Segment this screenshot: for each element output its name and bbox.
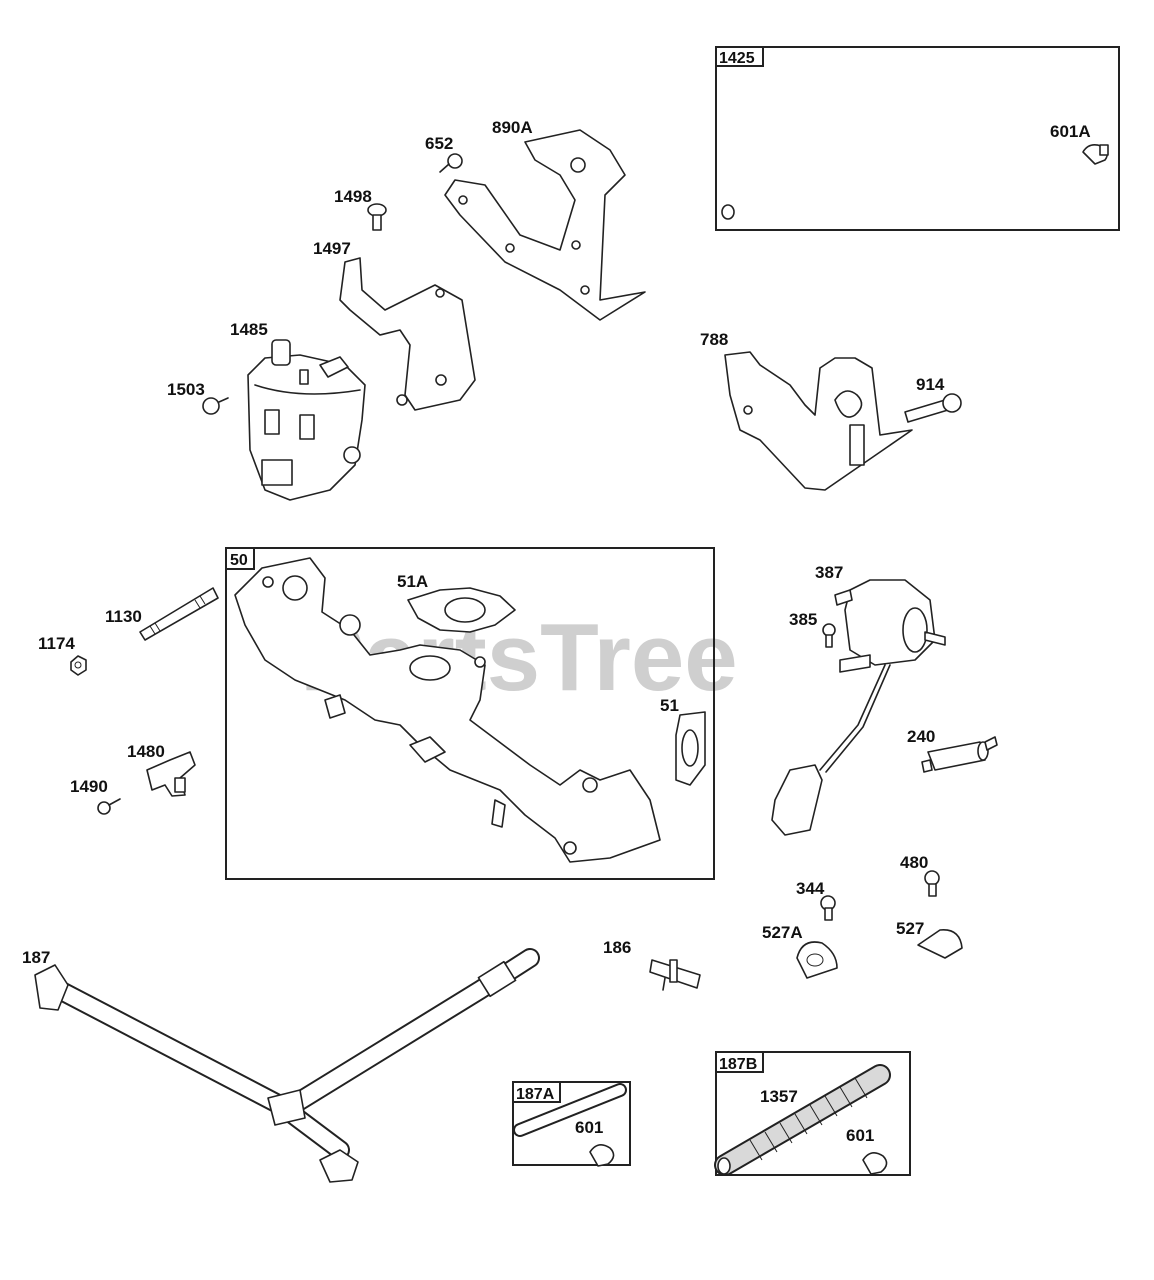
part-1357-corrugated-hose[interactable] [714,1064,891,1176]
label-480: 480 [900,853,928,872]
part-890A-bracket[interactable] [444,129,646,321]
label-387: 387 [815,563,843,582]
part-1490-screw[interactable] [97,798,121,815]
label-1130: 1130 [105,607,142,626]
label-344: 344 [796,879,825,898]
group-box-187B: 187B [715,1051,911,1176]
part-1497-bracket[interactable] [339,257,476,411]
part-344-screw[interactable] [820,895,836,921]
part-1503-screw[interactable] [202,397,229,415]
part-387-fuel-pump[interactable] [771,579,946,836]
label-1357: 1357 [760,1087,798,1106]
label-1497: 1497 [313,239,351,258]
label-527A: 527A [762,923,803,942]
group-box-1425: 1425 [715,46,1120,231]
label-601: 601 [575,1118,603,1137]
label-788: 788 [700,330,728,349]
label-1480: 1480 [127,742,165,761]
part-601-clamp[interactable] [589,1144,615,1167]
part-527A-clamp[interactable] [796,941,838,979]
part-1425-tube[interactable] [721,65,1096,220]
label-187: 187 [22,948,50,967]
part-601A-clamp[interactable] [1082,144,1109,165]
label-1490: 1490 [70,777,108,796]
label-601-b: 601 [846,1126,874,1145]
part-601-clamp-b[interactable] [862,1152,888,1175]
label-890A: 890A [492,118,533,137]
label-914: 914 [916,375,945,394]
group-box-187A-label: 187A [516,1086,555,1103]
part-51-gasket[interactable] [675,711,706,786]
label-601A: 601A [1050,122,1091,141]
part-1174-nut[interactable] [70,655,87,676]
part-1130-stud[interactable] [139,587,219,641]
label-186: 186 [603,938,631,957]
part-527-clamp[interactable] [917,929,963,959]
group-box-50-label: 50 [230,552,248,569]
part-51A-gasket[interactable] [407,587,516,633]
part-480-screw[interactable] [924,870,940,897]
label-1485: 1485 [230,320,268,339]
part-labels: 652 890A 1498 1497 1485 1503 601A 788 91… [22,118,1091,1145]
part-240-fuel-filter[interactable] [921,736,998,773]
label-51: 51 [660,696,679,715]
group-box-50: 50 [225,547,715,880]
part-186-fitting[interactable] [649,959,701,991]
part-187A-hose[interactable] [513,1083,627,1137]
label-385: 385 [789,610,817,629]
label-1174: 1174 [38,634,75,653]
label-652: 652 [425,134,453,153]
part-50-manifold[interactable] [234,557,661,863]
group-box-187B-label: 187B [719,1056,757,1073]
group-box-1425-label: 1425 [719,50,755,67]
label-240: 240 [907,727,935,746]
part-385-screw[interactable] [822,623,836,648]
part-1498-bolt[interactable] [367,203,387,231]
part-1480-sensor[interactable] [146,751,196,797]
part-914-bolt[interactable] [904,393,962,423]
label-51A: 51A [397,572,428,591]
part-1485-canister[interactable] [247,339,366,501]
part-788-bracket[interactable] [724,351,913,491]
label-527: 527 [896,919,924,938]
label-1498: 1498 [334,187,372,206]
group-box-187A: 187A [512,1081,631,1166]
part-652-screw[interactable] [439,153,463,173]
label-1503: 1503 [167,380,205,399]
part-187-fuel-line[interactable] [34,948,540,1183]
